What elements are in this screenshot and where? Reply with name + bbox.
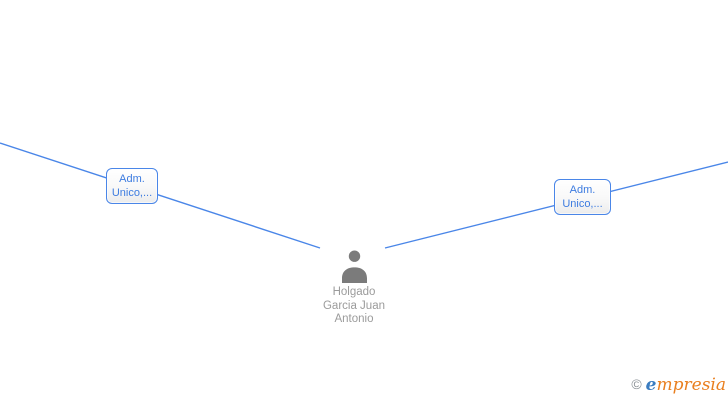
edge-label-left-line1: Adm. (119, 173, 145, 185)
person-node[interactable]: Holgado Garcia Juan Antonio (294, 250, 414, 327)
brand-watermark: ©empresia (631, 374, 726, 395)
person-name-line: Holgado (332, 286, 376, 298)
brand-initial: e (645, 375, 657, 395)
edge-label-right-line2: Unico,... (562, 198, 603, 210)
copyright-icon: © (631, 376, 642, 392)
brand-name: mpresia (656, 375, 727, 395)
edge-line-left (0, 142, 321, 249)
person-node-label: Holgado Garcia Juan Antonio (323, 286, 385, 327)
edge-label-left[interactable]: Adm. Unico,... (106, 168, 158, 204)
edge-label-right[interactable]: Adm. Unico,... (554, 179, 611, 215)
edge-label-left-line2: Unico,... (111, 187, 153, 199)
person-name-line: Garcia Juan (322, 299, 385, 312)
person-name-line: Antonio (334, 313, 374, 325)
person-icon (341, 250, 367, 283)
edge-label-right-line1: Adm. (569, 184, 596, 196)
